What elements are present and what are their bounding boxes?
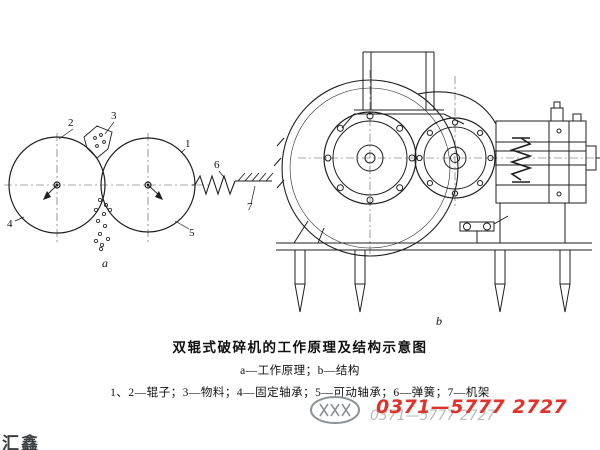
callout-4: 4 [7, 218, 13, 230]
leg-2 [354, 250, 366, 313]
callout-1: 1 [185, 138, 191, 150]
figure-title: 双辊式破碎机的工作原理及结构示意图 [172, 340, 428, 355]
feed-chute [83, 125, 113, 159]
watermark-phone-echo: 0371—5777 2727 [370, 408, 496, 424]
tension-spring [192, 174, 236, 196]
caption-legend: 1、2—辊子；3—物料；4—固定轴承；5—可动轴承；6—弹簧；7—机架 [110, 387, 490, 399]
rotation-arrow-icon [43, 191, 51, 200]
callout-3: 3 [111, 110, 117, 122]
callout-5: 5 [189, 227, 195, 239]
callout-2: 2 [68, 117, 74, 129]
watermark-area: 0371—5777 2727 0371—5777 2727 [300, 388, 600, 450]
roller-flange-right [414, 117, 496, 199]
structure-diagram: b [273, 51, 600, 328]
roller-left [8, 136, 106, 234]
callout-7: 7 [247, 201, 253, 213]
brand-logo-icon [310, 396, 360, 424]
ground-hatch [235, 172, 274, 182]
centerlines [298, 70, 598, 256]
leg-3 [494, 250, 506, 313]
callout-6: 6 [214, 159, 220, 171]
watermark-phone-number: 0371—5777 2727 [376, 396, 568, 418]
pressure-spring [509, 137, 533, 183]
drive-shaft [495, 145, 600, 171]
leg-4 [559, 250, 571, 313]
working-principle-diagram: 2 3 1 4 5 6 7 a [4, 110, 274, 270]
feed-hopper [341, 51, 465, 129]
corner-watermark: 汇鑫 [2, 434, 40, 450]
leg-1 [294, 250, 306, 313]
bearing-block-right [495, 101, 587, 204]
tension-rod-assembly [459, 215, 509, 243]
figure-captions: 双辊式破碎机的工作原理及结构示意图 a—工作原理；b—结构 1、2—辊子；3—物… [0, 336, 600, 400]
housing [273, 79, 497, 257]
material-stream [94, 198, 113, 251]
callout-leaders [14, 121, 256, 230]
subfigure-b-label: b [436, 314, 442, 328]
caption-subfigures: a—工作原理；b—结构 [240, 365, 360, 377]
subfigure-a-label: a [102, 256, 108, 270]
rotation-arrow-icon [155, 191, 163, 200]
base-frame [276, 203, 592, 313]
